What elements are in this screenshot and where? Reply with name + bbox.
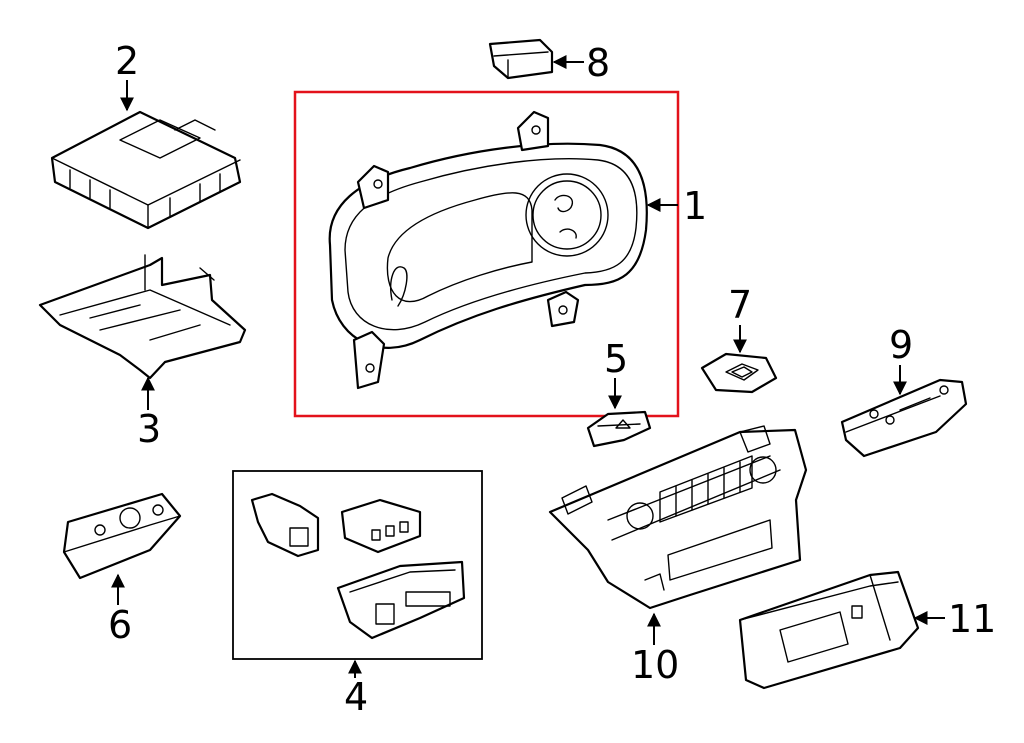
callout-4: 4	[344, 675, 368, 719]
callout-1: 1	[683, 184, 707, 228]
control-module-icon[interactable]	[50, 110, 242, 230]
knob-switch-icon[interactable]	[62, 492, 182, 580]
callout-6: 6	[108, 603, 132, 647]
switch-kit-icon[interactable]	[250, 492, 466, 640]
climate-control-panel-icon[interactable]	[548, 425, 808, 610]
callout-3: 3	[137, 407, 161, 451]
callout-5: 5	[604, 337, 628, 381]
callout-10: 10	[631, 643, 679, 687]
button-switch-icon[interactable]	[700, 352, 778, 394]
callout-7: 7	[728, 283, 752, 327]
callout-8: 8	[586, 41, 610, 85]
mounting-bracket-icon[interactable]	[38, 254, 247, 380]
highlight-frame	[293, 90, 680, 418]
switch-kit-frame	[232, 470, 483, 660]
instrument-cluster-icon[interactable]	[328, 110, 648, 390]
callout-11: 11	[948, 597, 996, 641]
callout-9: 9	[889, 323, 913, 367]
multi-switch-icon[interactable]	[840, 378, 968, 458]
callout-2: 2	[115, 39, 139, 83]
hazard-switch-icon[interactable]	[586, 410, 652, 448]
display-module-icon[interactable]	[738, 570, 920, 690]
connector-icon[interactable]	[488, 38, 554, 80]
